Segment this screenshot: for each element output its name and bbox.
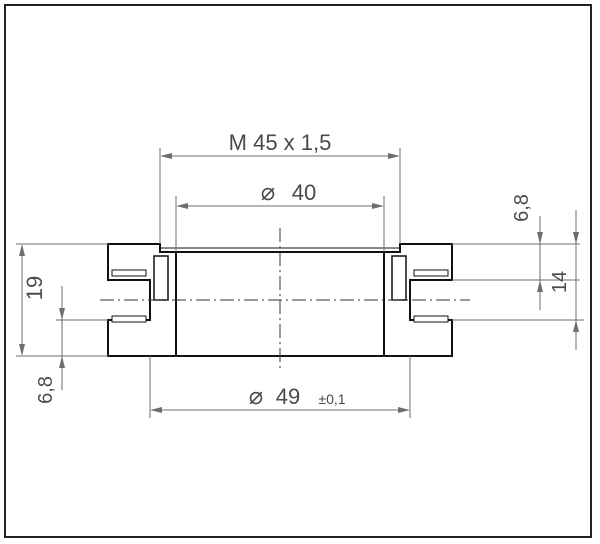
drawing-frame [4, 4, 592, 538]
top-flange-dimension: 6,8 [452, 194, 580, 310]
height-dimension: 19 [16, 243, 108, 357]
right-top-seal [413, 269, 449, 277]
height-label: 19 [22, 276, 47, 300]
top-flange-label: 6,8 [511, 194, 533, 222]
groove-label: 14 [549, 271, 571, 293]
outer-diameter-value: 49 [276, 384, 300, 409]
inner-diameter-dimension: ⌀ 40 [175, 179, 385, 252]
right-bottom-seal [413, 315, 449, 323]
bottom-flange-label: 6,8 [35, 376, 57, 404]
left-insert [153, 255, 169, 301]
bottom-flange-dimension: 6,8 [35, 286, 108, 404]
outer-diameter-symbol: ⌀ [249, 383, 263, 410]
grommet-section [100, 228, 470, 372]
inner-diameter-symbol: ⌀ [261, 179, 275, 206]
outer-diameter-tolerance: ±0,1 [318, 391, 345, 407]
outer-diameter-dimension: ⌀ 49 ±0,1 [149, 356, 411, 418]
left-bottom-seal [111, 315, 147, 323]
left-top-seal [111, 269, 147, 277]
right-insert [391, 255, 407, 301]
inner-diameter-value: 40 [292, 180, 316, 205]
groove-dimension: 14 [452, 210, 584, 350]
thread-label: M 45 x 1,5 [229, 130, 332, 155]
thread-dimension: M 45 x 1,5 [159, 130, 401, 244]
